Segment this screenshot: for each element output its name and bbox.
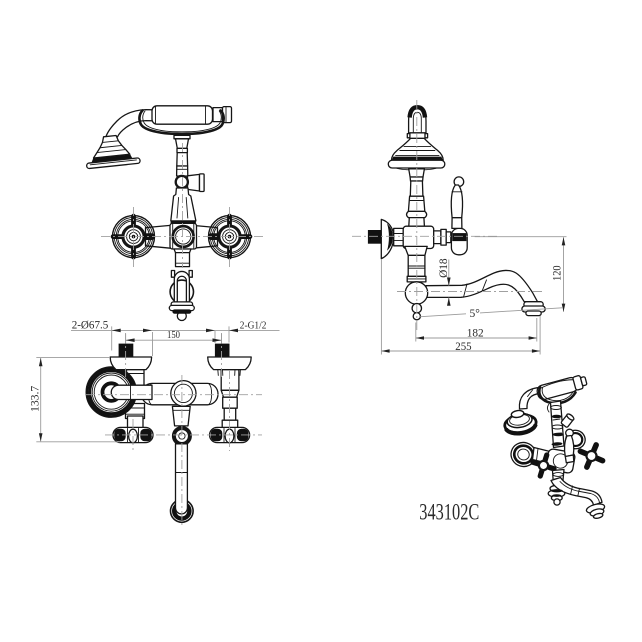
svg-text:150: 150 [167, 329, 180, 341]
svg-text:133.7: 133.7 [29, 386, 41, 412]
svg-text:343102C: 343102C [419, 500, 479, 526]
svg-text:2-Ø67.5: 2-Ø67.5 [72, 317, 109, 331]
svg-text:Ø18: Ø18 [436, 258, 450, 278]
svg-text:5°: 5° [470, 308, 481, 320]
svg-text:255: 255 [455, 341, 472, 353]
svg-text:2-G1/2: 2-G1/2 [240, 320, 267, 332]
svg-text:182: 182 [467, 327, 484, 339]
svg-text:120: 120 [552, 265, 564, 281]
